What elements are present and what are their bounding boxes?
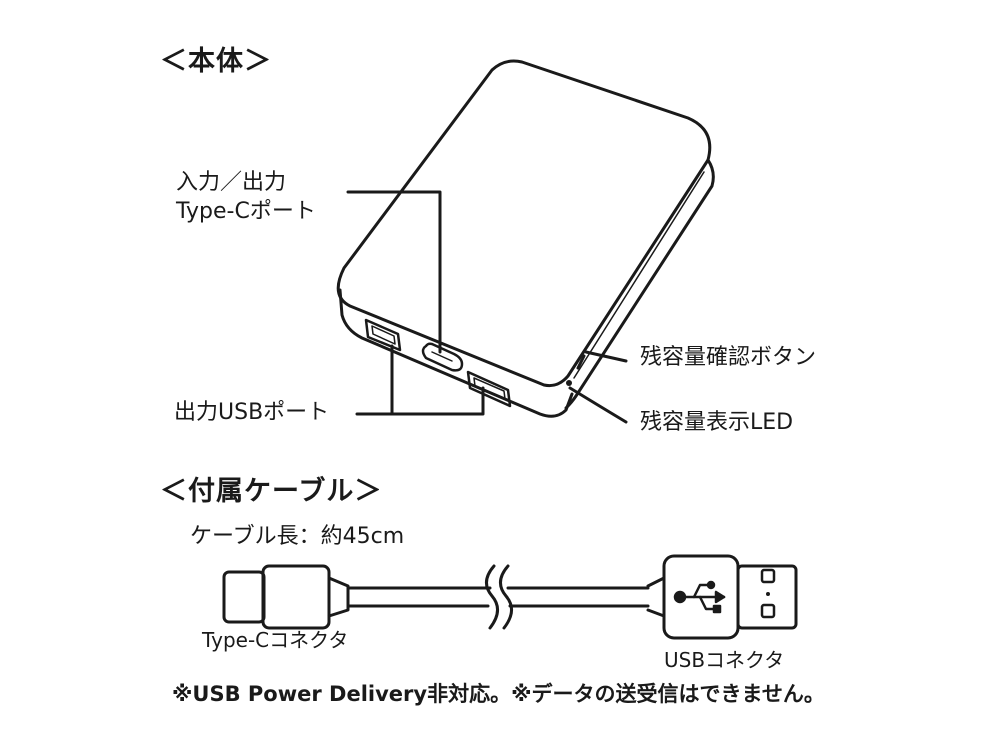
power-bank-side-face (564, 158, 715, 410)
callout-line-battery-button (584, 350, 628, 363)
type-c-port (421, 342, 464, 372)
cable-length-label: ケーブル長：約45cm (190, 524, 405, 549)
usb-connector-label: USBコネクタ (664, 648, 785, 672)
type-c-connector-label: Type-Cコネクタ (202, 628, 349, 652)
cable-wire-right (506, 586, 650, 608)
power-bank (336, 59, 715, 418)
cable-break-mark (485, 564, 513, 630)
type-c-port-label-line1: 入力／出力 (176, 170, 287, 195)
type-c-plug-housing (261, 564, 331, 630)
cable-section-heading: ＜付属ケーブル＞ (160, 476, 383, 507)
power-bank-side-edge (573, 171, 705, 379)
battery-led (566, 380, 572, 386)
power-bank-front-face (338, 288, 574, 418)
usb-a-strain-relief (646, 576, 666, 618)
usb-a-plug-tip (736, 564, 798, 630)
callout-line-usb-output (355, 344, 485, 416)
callout-line-type-c (346, 190, 442, 354)
usb-a-port-left (364, 318, 402, 352)
usb-a-tip-dot (766, 592, 770, 596)
battery-check-button-label: 残容量確認ボタン (640, 345, 817, 370)
type-c-strain-relief (327, 576, 350, 618)
usb-a-port-right (466, 370, 512, 408)
cable (222, 554, 798, 640)
usb-output-port-label: 出力USBポート (174, 400, 330, 425)
battery-check-button (576, 354, 586, 370)
usb-trident-icon (673, 580, 726, 614)
type-c-plug-head (222, 570, 266, 624)
type-c-port-label-line2: Type-Cポート (176, 199, 316, 224)
usb-a-tip-hole-top (760, 568, 776, 584)
callout-line-battery-led (568, 386, 628, 424)
footnote: ※USB Power Delivery非対応。※データの送受信はできません。 (172, 682, 825, 706)
cable-wire-left (346, 586, 492, 608)
body-section-heading: ＜本体＞ (160, 46, 272, 77)
usb-a-tip-hole-bottom (760, 603, 776, 619)
battery-led-label: 残容量表示LED (640, 410, 794, 435)
